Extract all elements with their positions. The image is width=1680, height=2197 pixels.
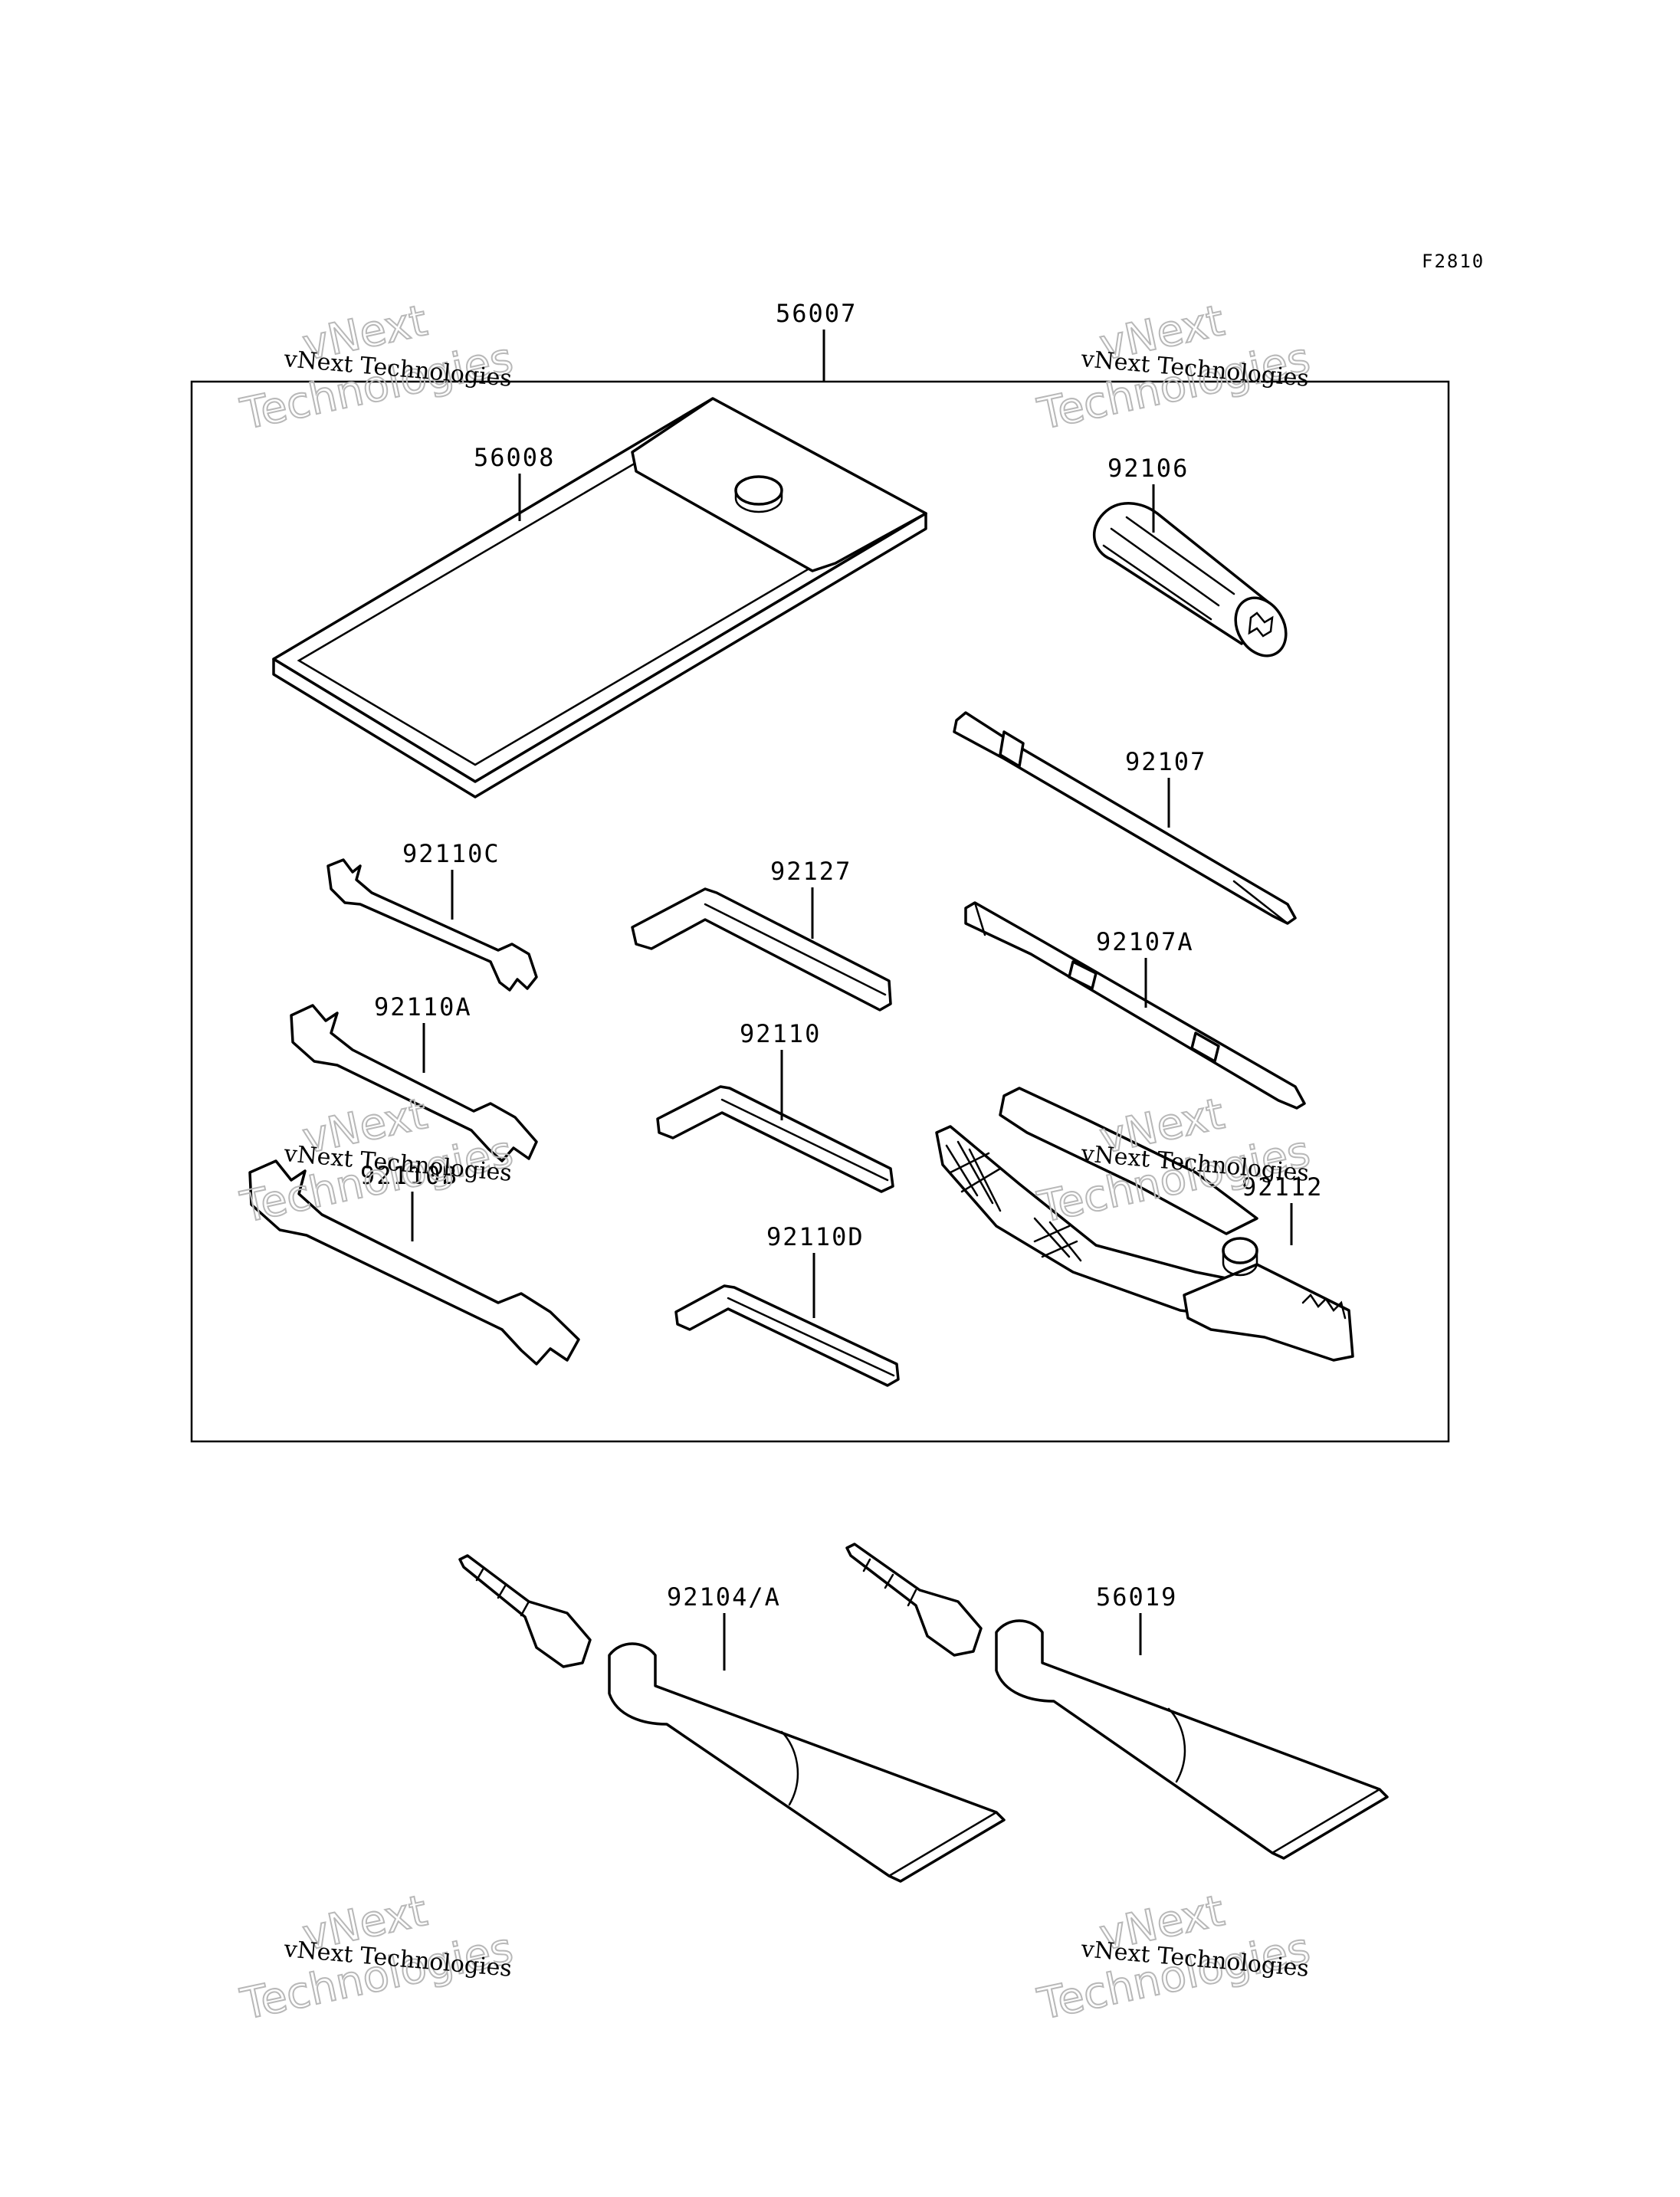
- label-wrench-c: 92110C: [402, 839, 500, 868]
- tube-56019[interactable]: [845, 1543, 1389, 1860]
- hex-key-92110d[interactable]: [674, 1284, 900, 1387]
- kit-frame: [190, 380, 1450, 1443]
- watermark-6: vNext Technologies vNext Technologies: [1032, 1885, 1314, 2031]
- driver-handle[interactable]: [1092, 502, 1296, 665]
- label-kit: 56007: [776, 299, 857, 328]
- phillips-screwdriver[interactable]: [953, 711, 1297, 925]
- label-handle: 92106: [1107, 454, 1189, 483]
- pliers[interactable]: [935, 1087, 1354, 1362]
- watermark-4: vNext Technologies vNext Technologies: [1032, 1088, 1314, 1234]
- hex-key-92110[interactable]: [656, 1085, 894, 1193]
- label-flat-driver: 92107A: [1096, 927, 1194, 956]
- wrench-92110a[interactable]: [290, 1004, 538, 1162]
- watermark-1: vNext Technologies vNext Technologies: [235, 295, 517, 441]
- label-hex-small: 92110D: [766, 1222, 865, 1251]
- wrench-92110c[interactable]: [326, 858, 538, 992]
- label-hex-large: 92127: [770, 857, 851, 886]
- label-phillips: 92107: [1125, 747, 1206, 776]
- watermark-5: vNext Technologies vNext Technologies: [235, 1885, 517, 2031]
- grease-tube-92104a[interactable]: [458, 1554, 1006, 1883]
- wrench-92110b[interactable]: [248, 1159, 580, 1366]
- flat-screwdriver[interactable]: [964, 901, 1306, 1110]
- label-wrench-a: 92110A: [374, 992, 472, 1021]
- label-pouch: 56008: [474, 443, 555, 472]
- label-grease-tube: 92104/A: [667, 1582, 781, 1612]
- tool-pouch[interactable]: [272, 397, 927, 798]
- watermark-2: vNext Technologies vNext Technologies: [1032, 295, 1314, 441]
- diagram-code: F2810: [1422, 251, 1485, 272]
- label-wrench-b: 92110B: [360, 1161, 458, 1190]
- label-pliers: 92112: [1242, 1172, 1323, 1202]
- label-hex-mid: 92110: [740, 1019, 821, 1048]
- hex-key-92127[interactable]: [631, 887, 892, 1012]
- label-tube-56019: 56019: [1096, 1582, 1177, 1612]
